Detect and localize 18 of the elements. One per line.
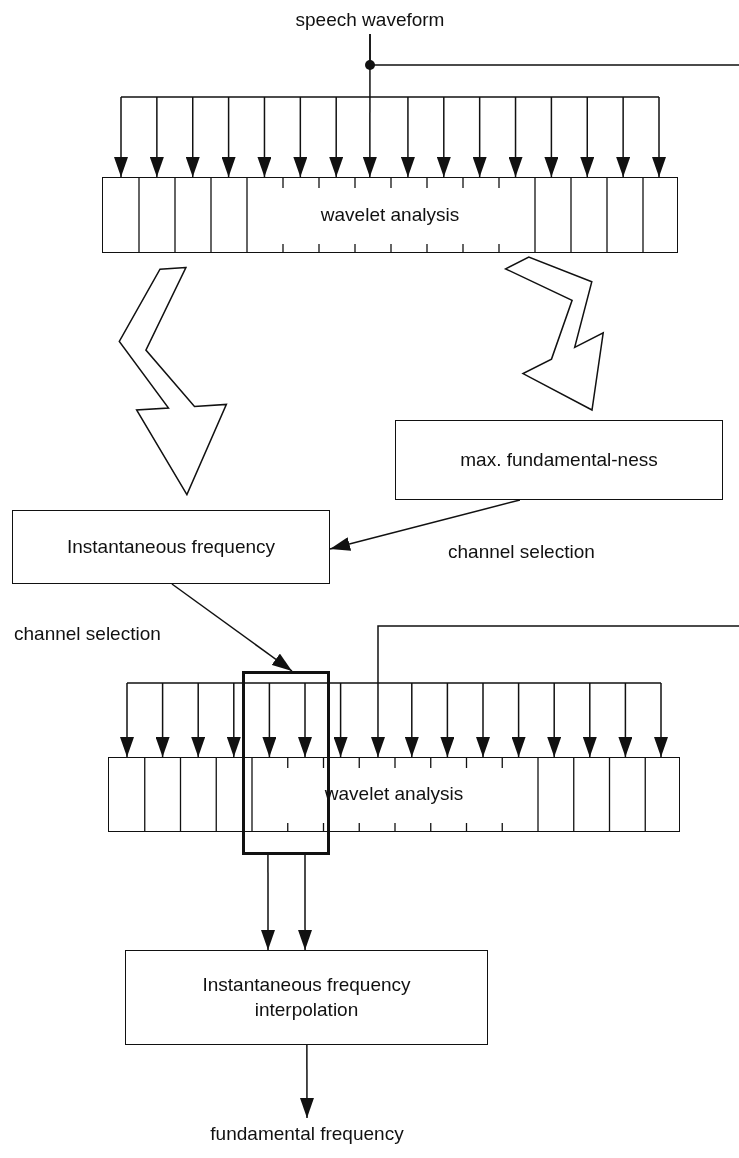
box-label: Instantaneous frequency bbox=[66, 534, 276, 559]
box-label: max. fundamental-ness bbox=[460, 447, 658, 472]
filter-bank bbox=[102, 177, 678, 253]
process-box bbox=[125, 950, 488, 1045]
process-box bbox=[395, 420, 723, 500]
arrow bbox=[261, 854, 275, 951]
filter-bank bbox=[108, 757, 680, 832]
process-box bbox=[12, 510, 330, 584]
block-arrow bbox=[503, 256, 605, 412]
signal-label: speech waveform bbox=[295, 7, 445, 32]
arrow bbox=[298, 854, 313, 951]
block-arrow bbox=[118, 266, 228, 497]
arrow bbox=[171, 583, 293, 672]
signal-label: fundamental frequency bbox=[210, 1121, 404, 1146]
fan-out-arrows bbox=[120, 625, 739, 758]
arrow bbox=[299, 1044, 314, 1119]
arrow bbox=[329, 499, 521, 551]
box-label: Instantaneous frequency interpolation bbox=[201, 972, 412, 1022]
